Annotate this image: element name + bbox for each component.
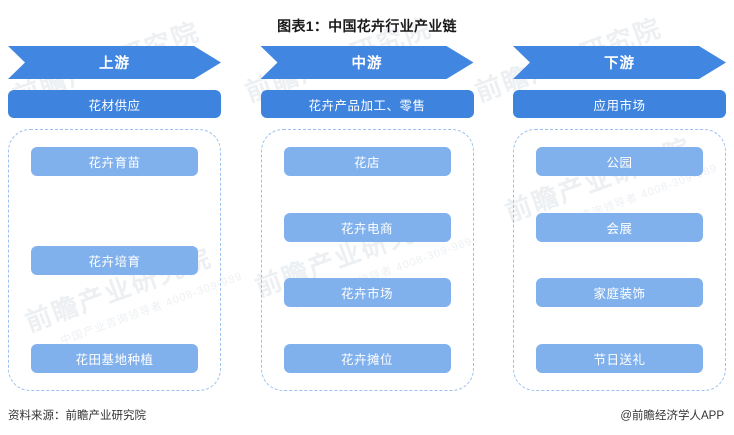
chain-column-midstream: 中游 花卉产品加工、零售 花店 花卉电商 花卉市场 花卉摊位 xyxy=(260,46,474,391)
chain-node-label: 公园 xyxy=(606,156,633,170)
chain-node[interactable]: 花卉摊位 xyxy=(283,343,451,373)
chain-column-upstream: 上游 花材供应 花卉育苗 花卉培育 花田基地种植 xyxy=(8,46,221,391)
node-group-midstream: 花店 花卉电商 花卉市场 花卉摊位 xyxy=(260,129,474,391)
chain-node[interactable]: 会展 xyxy=(536,212,703,242)
page-title: 图表1：中国花卉行业产业链 xyxy=(277,18,457,34)
chain-node[interactable]: 花卉育苗 xyxy=(31,147,198,176)
chain-node[interactable]: 花店 xyxy=(283,147,451,176)
stage-subtitle-label: 花材供应 xyxy=(88,98,141,113)
stage-label: 上游 xyxy=(99,56,130,72)
chain-node[interactable]: 公园 xyxy=(536,147,703,176)
chain-node[interactable]: 花卉培育 xyxy=(31,245,198,275)
stage-banner-midstream: 中游 xyxy=(260,46,474,79)
chain-node-label: 花卉培育 xyxy=(88,254,141,269)
chain-node-label: 花卉摊位 xyxy=(340,352,393,367)
brand-note: @前瞻经济学人APP xyxy=(620,410,724,422)
node-group-downstream: 公园 会展 家庭装饰 节日送礼 xyxy=(513,129,726,391)
chain-node-label: 花店 xyxy=(353,156,380,170)
stage-subtitle-downstream: 应用市场 xyxy=(513,90,726,118)
chain-node-label: 家庭装饰 xyxy=(593,287,646,302)
node-group-upstream: 花卉育苗 花卉培育 花田基地种植 xyxy=(8,129,221,391)
stage-subtitle-midstream: 花卉产品加工、零售 xyxy=(260,90,474,118)
chain-node[interactable]: 节日送礼 xyxy=(536,343,703,373)
chain-node[interactable]: 花卉市场 xyxy=(283,278,451,308)
chain-node-label: 花卉育苗 xyxy=(88,156,141,170)
chain-column-downstream: 下游 应用市场 公园 会展 家庭装饰 节日送礼 xyxy=(513,46,726,391)
value-chain-diagram: 上游 花材供应 花卉育苗 花卉培育 花田基地种植 中游 花卉产品加工、零售 花店 xyxy=(8,46,726,391)
source-note: 资料来源：前瞻产业研究院 xyxy=(8,410,146,422)
chain-node-label: 花卉市场 xyxy=(340,287,393,302)
stage-banner-downstream: 下游 xyxy=(513,46,726,79)
chain-node-label: 节日送礼 xyxy=(593,352,646,367)
stage-label: 中游 xyxy=(351,56,383,72)
stage-banner-upstream: 上游 xyxy=(8,46,221,79)
chain-node-label: 花卉电商 xyxy=(340,221,393,236)
chain-node-label: 会展 xyxy=(606,221,633,236)
stage-subtitle-upstream: 花材供应 xyxy=(8,90,221,118)
chain-node[interactable]: 花田基地种植 xyxy=(31,344,198,373)
chain-node-label: 花田基地种植 xyxy=(75,353,154,367)
chain-node[interactable]: 家庭装饰 xyxy=(536,278,703,308)
chain-node[interactable]: 花卉电商 xyxy=(283,212,451,242)
stage-label: 下游 xyxy=(604,56,635,72)
stage-subtitle-label: 花卉产品加工、零售 xyxy=(308,98,426,113)
stage-subtitle-label: 应用市场 xyxy=(593,98,646,113)
